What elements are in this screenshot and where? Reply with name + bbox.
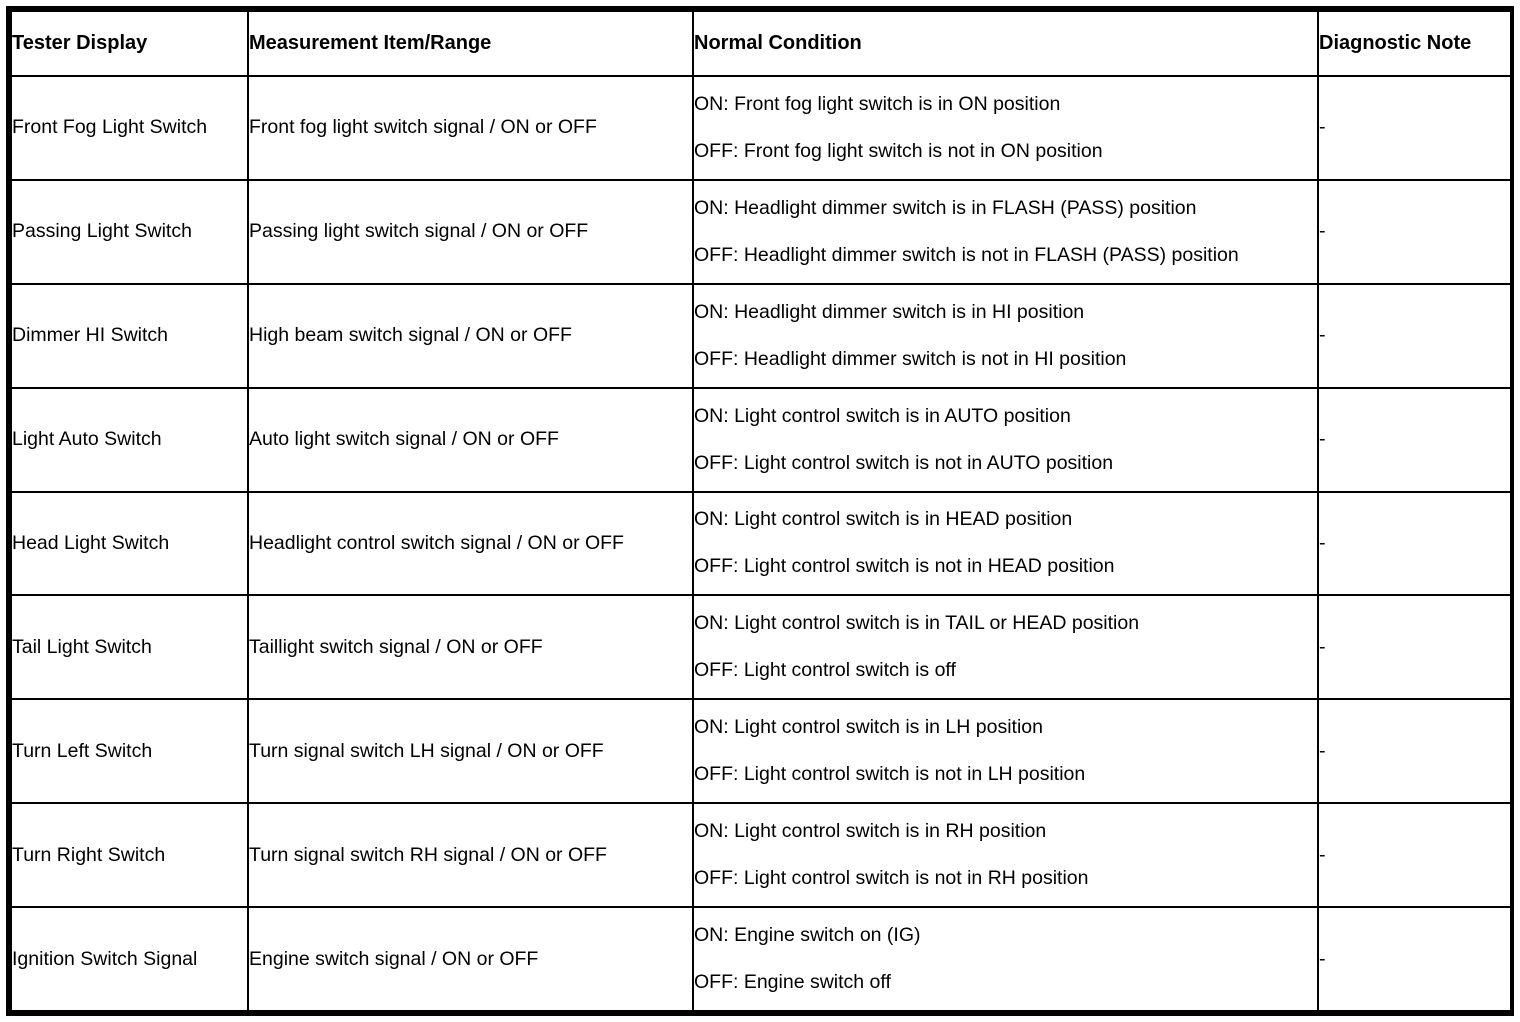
condition-on-text: ON: Light control switch is in LH positi… — [694, 716, 1043, 739]
condition-off-text: OFF: Engine switch off — [694, 971, 891, 993]
table-row: Ignition Switch Signal Engine switch sig… — [10, 906, 1512, 1012]
cell-diagnostic-note: - — [1317, 178, 1512, 285]
cell-measurement: Taillight switch signal / ON or OFF — [247, 594, 694, 701]
condition-on-text: ON: Engine switch on (IG) — [694, 924, 921, 947]
table-row: Tail Light Switch Taillight switch signa… — [10, 594, 1512, 701]
cell-tester-display: Ignition Switch Signal — [10, 906, 249, 1012]
tester-display-spec-table: Tester Display Measurement Item/Range No… — [10, 10, 1512, 1012]
cell-measurement: Turn signal switch LH signal / ON or OFF — [247, 698, 694, 805]
cell-measurement: Auto light switch signal / ON or OFF — [247, 386, 694, 493]
diagnostic-note-value: - — [1319, 739, 1326, 762]
cell-normal-condition: ON: Light control switch is in HEAD posi… — [692, 490, 1319, 597]
cell-tester-display: Passing Light Switch — [10, 178, 249, 285]
cell-tester-display: Light Auto Switch — [10, 386, 249, 493]
cell-diagnostic-note: - — [1317, 594, 1512, 701]
condition-off-text: OFF: Front fog light switch is not in ON… — [694, 139, 1103, 162]
cell-tester-display: Head Light Switch — [10, 490, 249, 597]
cell-normal-condition: ON: Light control switch is in LH positi… — [692, 698, 1319, 805]
condition-on-text: ON: Light control switch is in RH positi… — [694, 820, 1047, 843]
cell-diagnostic-note: - — [1317, 282, 1512, 389]
cell-diagnostic-note: - — [1317, 802, 1512, 908]
table-row: Passing Light Switch Passing light switc… — [10, 178, 1512, 285]
condition-on-text: ON: Headlight dimmer switch is in HI pos… — [694, 300, 1085, 323]
cell-measurement: Turn signal switch RH signal / ON or OFF — [247, 802, 694, 908]
condition-on-text: ON: Light control switch is in TAIL or H… — [694, 612, 1140, 635]
condition-off-text: OFF: Light control switch is not in AUTO… — [694, 451, 1114, 474]
diagnostic-note-value: - — [1319, 947, 1326, 970]
cell-diagnostic-note: - — [1317, 698, 1512, 805]
diagnostic-note-value: - — [1319, 220, 1326, 243]
table-row: Head Light Switch Headlight control swit… — [10, 490, 1512, 597]
cell-normal-condition: ON: Light control switch is in RH positi… — [692, 802, 1319, 908]
cell-diagnostic-note: - — [1317, 75, 1512, 181]
diagnostic-note-value: - — [1319, 324, 1326, 347]
table-row: Turn Left Switch Turn signal switch LH s… — [10, 698, 1512, 805]
cell-normal-condition: ON: Front fog light switch is in ON posi… — [692, 75, 1319, 181]
cell-diagnostic-note: - — [1317, 386, 1512, 493]
cell-measurement: Headlight control switch signal / ON or … — [247, 490, 694, 597]
column-header-tester-display: Tester Display — [10, 10, 249, 77]
diagnostic-note-value: - — [1319, 116, 1326, 139]
spec-table-container: Tester Display Measurement Item/Range No… — [6, 6, 1514, 1016]
condition-on-text: ON: Light control switch is in HEAD posi… — [694, 508, 1073, 531]
condition-off-text: OFF: Headlight dimmer switch is not in F… — [694, 243, 1239, 266]
cell-normal-condition: ON: Light control switch is in TAIL or H… — [692, 594, 1319, 701]
cell-diagnostic-note: - — [1317, 490, 1512, 597]
condition-off-text: OFF: Headlight dimmer switch is not in H… — [694, 347, 1127, 370]
cell-measurement: High beam switch signal / ON or OFF — [247, 282, 694, 389]
condition-on-text: ON: Front fog light switch is in ON posi… — [694, 92, 1061, 115]
cell-normal-condition: ON: Headlight dimmer switch is in HI pos… — [692, 282, 1319, 389]
column-header-normal-condition: Normal Condition — [692, 10, 1319, 77]
cell-tester-display: Front Fog Light Switch — [10, 75, 249, 181]
cell-diagnostic-note: - — [1317, 906, 1512, 1012]
table-row: Turn Right Switch Turn signal switch RH … — [10, 802, 1512, 908]
cell-tester-display: Turn Left Switch — [10, 698, 249, 805]
cell-tester-display: Turn Right Switch — [10, 802, 249, 908]
cell-normal-condition: ON: Headlight dimmer switch is in FLASH … — [692, 178, 1319, 285]
header-row: Tester Display Measurement Item/Range No… — [10, 10, 1512, 77]
condition-on-text: ON: Light control switch is in AUTO posi… — [694, 404, 1071, 427]
condition-off-text: OFF: Light control switch is not in RH p… — [694, 867, 1089, 890]
cell-tester-display: Tail Light Switch — [10, 594, 249, 701]
table-row: Front Fog Light Switch Front fog light s… — [10, 75, 1512, 181]
cell-measurement: Engine switch signal / ON or OFF — [247, 906, 694, 1012]
table-header: Tester Display Measurement Item/Range No… — [10, 10, 1512, 77]
diagnostic-note-value: - — [1319, 531, 1326, 554]
cell-measurement: Passing light switch signal / ON or OFF — [247, 178, 694, 285]
diagnostic-note-value: - — [1319, 428, 1326, 451]
diagnostic-note-value: - — [1319, 843, 1326, 866]
condition-on-text: ON: Headlight dimmer switch is in FLASH … — [694, 196, 1197, 219]
condition-off-text: OFF: Light control switch is not in HEAD… — [694, 555, 1115, 578]
table-row: Light Auto Switch Auto light switch sign… — [10, 386, 1512, 493]
diagnostic-note-value: - — [1319, 635, 1326, 658]
cell-normal-condition: ON: Engine switch on (IG) OFF: Engine sw… — [692, 906, 1319, 1012]
cell-measurement: Front fog light switch signal / ON or OF… — [247, 75, 694, 181]
table-body: Front Fog Light Switch Front fog light s… — [10, 75, 1512, 1012]
condition-off-text: OFF: Light control switch is off — [694, 659, 956, 682]
column-header-measurement-item-range: Measurement Item/Range — [247, 10, 694, 77]
cell-tester-display: Dimmer HI Switch — [10, 282, 249, 389]
cell-normal-condition: ON: Light control switch is in AUTO posi… — [692, 386, 1319, 493]
table-row: Dimmer HI Switch High beam switch signal… — [10, 282, 1512, 389]
column-header-diagnostic-note: Diagnostic Note — [1317, 10, 1512, 77]
condition-off-text: OFF: Light control switch is not in LH p… — [694, 763, 1086, 786]
